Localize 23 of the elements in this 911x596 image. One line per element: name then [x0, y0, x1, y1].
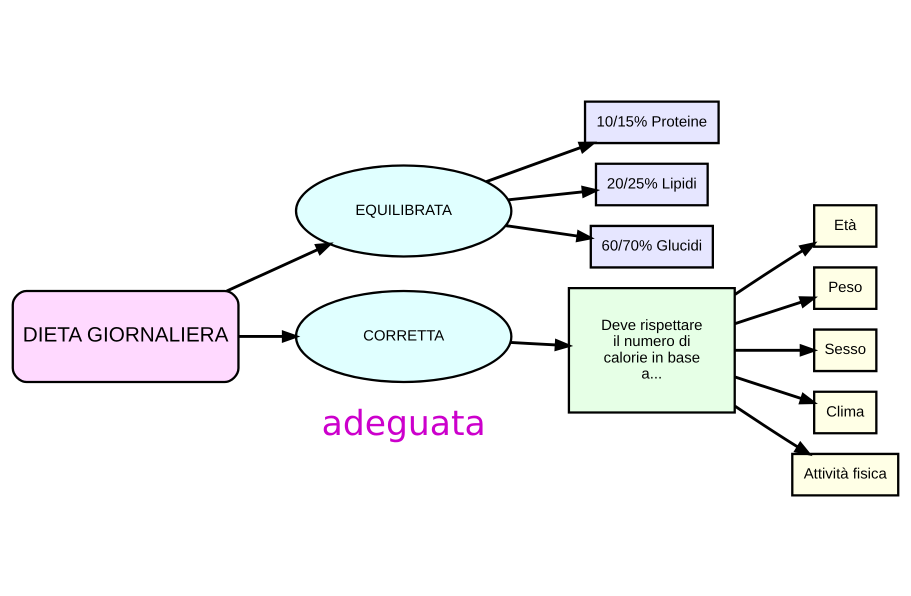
node-box: 60/70% Glucidi — [590, 224, 714, 268]
node-box: 10/15% Proteine — [584, 100, 720, 144]
node-box: Attività fisica — [791, 452, 900, 496]
node-ellipse: CORRETTA — [294, 289, 512, 383]
arrow — [734, 241, 818, 296]
arrow — [506, 224, 595, 242]
label: adeguata — [322, 403, 486, 444]
node-box: Deve rispettare il numero di calorie in base a... — [568, 286, 736, 414]
arrow — [238, 330, 300, 342]
arrow — [508, 185, 600, 201]
node-box: 20/25% Lipidi — [594, 162, 709, 206]
arrow — [734, 404, 813, 456]
arrow — [734, 375, 818, 404]
arrow — [510, 338, 574, 351]
node-box: Età — [813, 204, 878, 248]
node-box: Sesso — [813, 328, 878, 372]
arrow — [735, 343, 818, 356]
node-box: DIETA GIORNALIERA — [12, 289, 240, 383]
arrow — [734, 296, 818, 324]
arrow — [486, 141, 598, 182]
node-box: Clima — [813, 390, 878, 434]
arrow — [226, 242, 334, 292]
node-box: Peso — [813, 266, 878, 310]
